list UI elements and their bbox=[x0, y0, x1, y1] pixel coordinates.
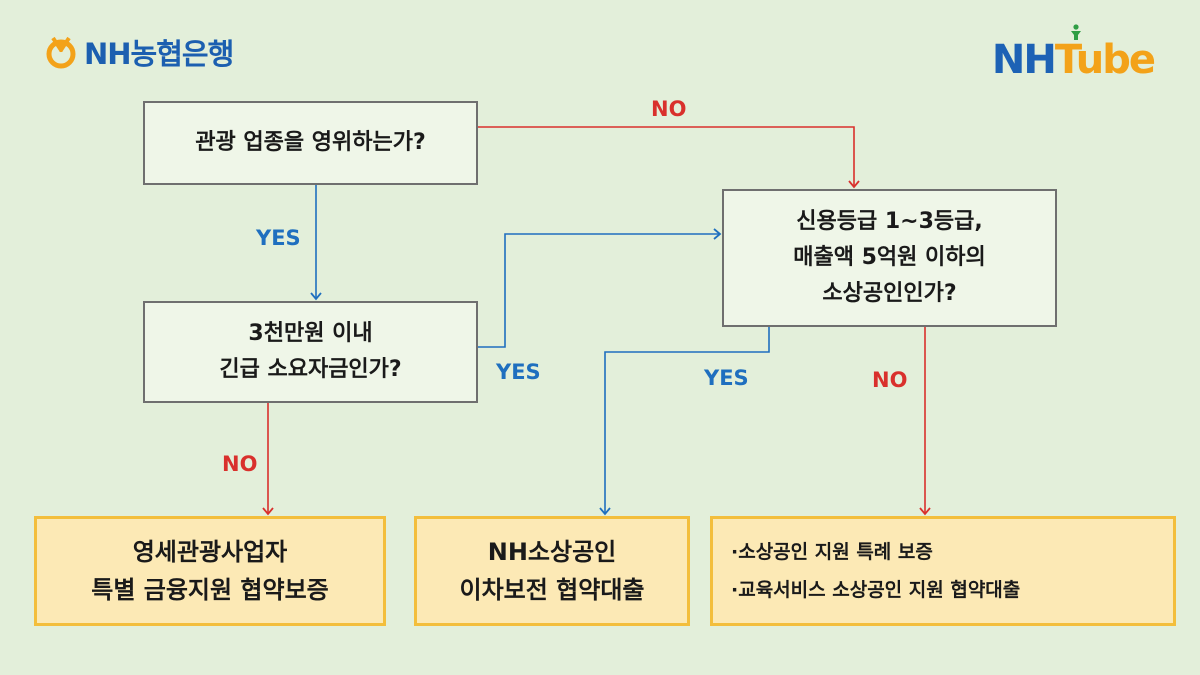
edge-label-q3-yes: YES bbox=[704, 366, 749, 390]
result-tourism-guarantee-line-1: 영세관광사업자 bbox=[132, 538, 288, 566]
question-credit-grade-line-3: 소상공인인가? bbox=[822, 281, 957, 306]
nhtube-logo-nh: NH bbox=[991, 37, 1057, 83]
result-interest-subsidy-loan: NH소상공인 이차보전 협약대출 bbox=[414, 516, 690, 626]
result-list-item-1: ·소상공인 지원 특례 보증 bbox=[731, 541, 933, 563]
bank-logo-text: NH농협은행 bbox=[84, 37, 234, 71]
question-credit-grade-line-1: 신용등급 1~3등급, bbox=[796, 209, 983, 234]
edge-label-q2-yes: YES bbox=[496, 360, 541, 384]
question-urgent-funds: 3천만원 이내 긴급 소요자금인가? bbox=[143, 301, 478, 403]
result-tourism-guarantee-line-2: 특별 금융지원 협약보증 bbox=[91, 576, 329, 604]
result-interest-subsidy-loan-line-2: 이차보전 협약대출 bbox=[459, 576, 645, 604]
nhtube-logo: NH Tube bbox=[991, 24, 1156, 83]
question-tourism-business-text: 관광 업종을 영위하는가? bbox=[195, 130, 426, 155]
person-figure-icon bbox=[1070, 24, 1081, 40]
nhtube-logo-tube-wrap: Tube bbox=[1054, 24, 1156, 83]
result-list-item-2: ·교육서비스 소상공인 지원 협약대출 bbox=[731, 579, 1021, 601]
edge-label-q1-yes: YES bbox=[256, 226, 301, 250]
nh-bank-logo-icon bbox=[46, 36, 76, 69]
question-tourism-business: 관광 업종을 영위하는가? bbox=[143, 101, 478, 185]
question-urgent-funds-line-2: 긴급 소요자금인가? bbox=[219, 357, 402, 382]
nhtube-logo-tube: Tube bbox=[1054, 37, 1156, 83]
edge-q2-yes bbox=[478, 228, 722, 348]
nh-bank-logo: NH농협은행 bbox=[44, 32, 234, 72]
result-interest-subsidy-loan-line-1: NH소상공인 bbox=[487, 538, 617, 566]
question-credit-grade: 신용등급 1~3등급, 매출액 5억원 이하의 소상공인인가? bbox=[722, 189, 1057, 327]
result-special-guarantee-list: ·소상공인 지원 특례 보증 ·교육서비스 소상공인 지원 협약대출 bbox=[710, 516, 1176, 626]
question-urgent-funds-line-1: 3천만원 이내 bbox=[248, 321, 373, 346]
edge-label-q1-no: NO bbox=[651, 97, 687, 121]
edge-label-q3-no: NO bbox=[872, 368, 908, 392]
edge-q1-no bbox=[478, 126, 860, 189]
question-credit-grade-line-2: 매출액 5억원 이하의 bbox=[793, 245, 986, 270]
edge-label-q2-no: NO bbox=[222, 452, 258, 476]
edge-q3-yes bbox=[599, 327, 770, 516]
result-tourism-guarantee: 영세관광사업자 특별 금융지원 협약보증 bbox=[34, 516, 386, 626]
